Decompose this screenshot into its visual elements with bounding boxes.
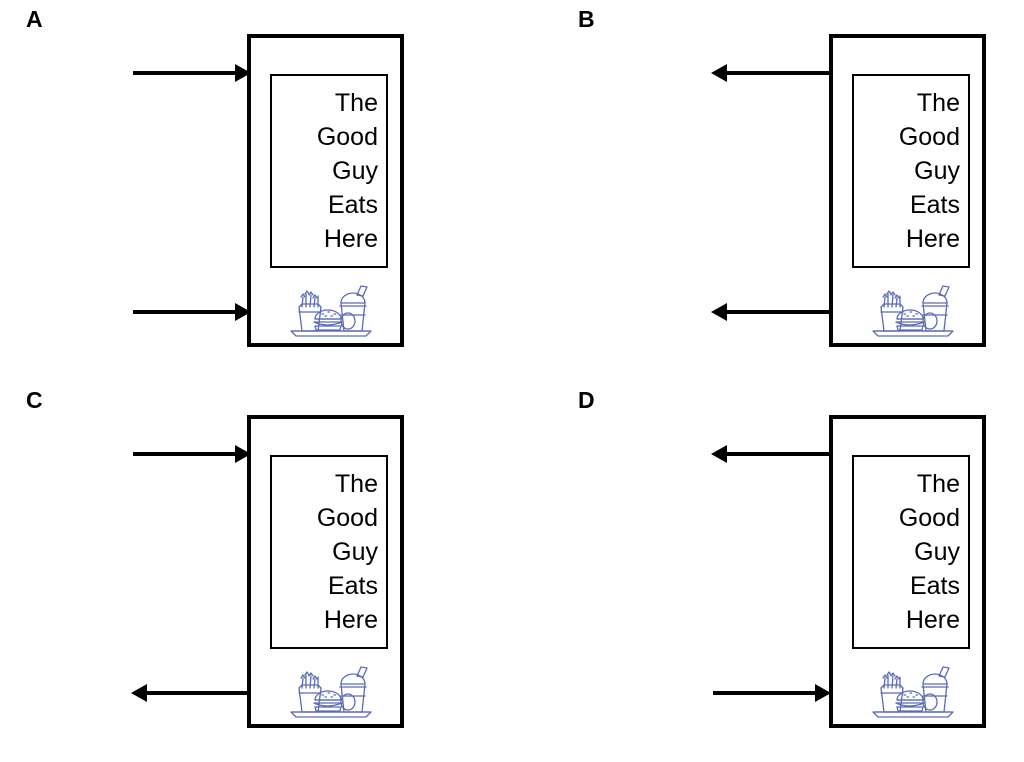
panel-d: D The Good Guy Eats Here	[512, 381, 1024, 762]
panel-label-d: D	[578, 387, 595, 413]
panel-d-arrow-top	[711, 441, 831, 467]
panel-a-arrow-top	[131, 60, 251, 86]
sign-line: The	[334, 89, 378, 117]
sign-line: Guy	[332, 538, 378, 566]
panel-b-arrow-top	[711, 60, 831, 86]
panel-a: A The Good Guy Eats Here	[0, 0, 512, 381]
panel-label-c: C	[26, 387, 43, 413]
panel-c-arrow-top	[131, 441, 251, 467]
sign-line: Here	[905, 606, 960, 634]
sign-line: Good	[316, 504, 378, 532]
panel-d-sign-text-box: The Good Guy Eats Here	[852, 455, 970, 649]
panel-c-sign-text-box: The Good Guy Eats Here	[270, 455, 388, 649]
sign-line: Eats	[327, 572, 378, 600]
fast-food-meal-icon	[287, 281, 375, 339]
panel-c-billboard: The Good Guy Eats Here	[247, 415, 404, 728]
sign-line: Good	[898, 504, 960, 532]
sign-line: Here	[323, 606, 378, 634]
sign-line: The	[334, 470, 378, 498]
panel-c-arrow-bottom	[131, 680, 251, 706]
sign-line: Here	[323, 225, 378, 253]
sign-line: Good	[316, 123, 378, 151]
panel-label-b: B	[578, 6, 595, 32]
panel-b-sign-text-box: The Good Guy Eats Here	[852, 74, 970, 268]
sign-line: Eats	[909, 191, 960, 219]
sign-line: Guy	[914, 538, 960, 566]
panel-b-arrow-bottom	[711, 299, 831, 325]
sign-line: Guy	[914, 157, 960, 185]
sign-line: Eats	[909, 572, 960, 600]
panel-d-billboard: The Good Guy Eats Here	[829, 415, 986, 728]
sign-line: Guy	[332, 157, 378, 185]
panel-c: C The Good Guy Eats Here	[0, 381, 512, 762]
fast-food-meal-icon	[869, 281, 957, 339]
panel-a-billboard: The Good Guy Eats Here	[247, 34, 404, 347]
panel-b-billboard: The Good Guy Eats Here	[829, 34, 986, 347]
panel-b: B The Good Guy Eats Here	[512, 0, 1024, 381]
fast-food-meal-icon	[287, 662, 375, 720]
panel-label-a: A	[26, 6, 43, 32]
sign-line: The	[916, 470, 960, 498]
panel-a-arrow-bottom	[131, 299, 251, 325]
panel-a-sign-text-box: The Good Guy Eats Here	[270, 74, 388, 268]
fast-food-meal-icon	[869, 662, 957, 720]
panel-d-arrow-bottom	[711, 680, 831, 706]
sign-line: The	[916, 89, 960, 117]
sign-line: Good	[898, 123, 960, 151]
sign-line: Eats	[327, 191, 378, 219]
sign-line: Here	[905, 225, 960, 253]
